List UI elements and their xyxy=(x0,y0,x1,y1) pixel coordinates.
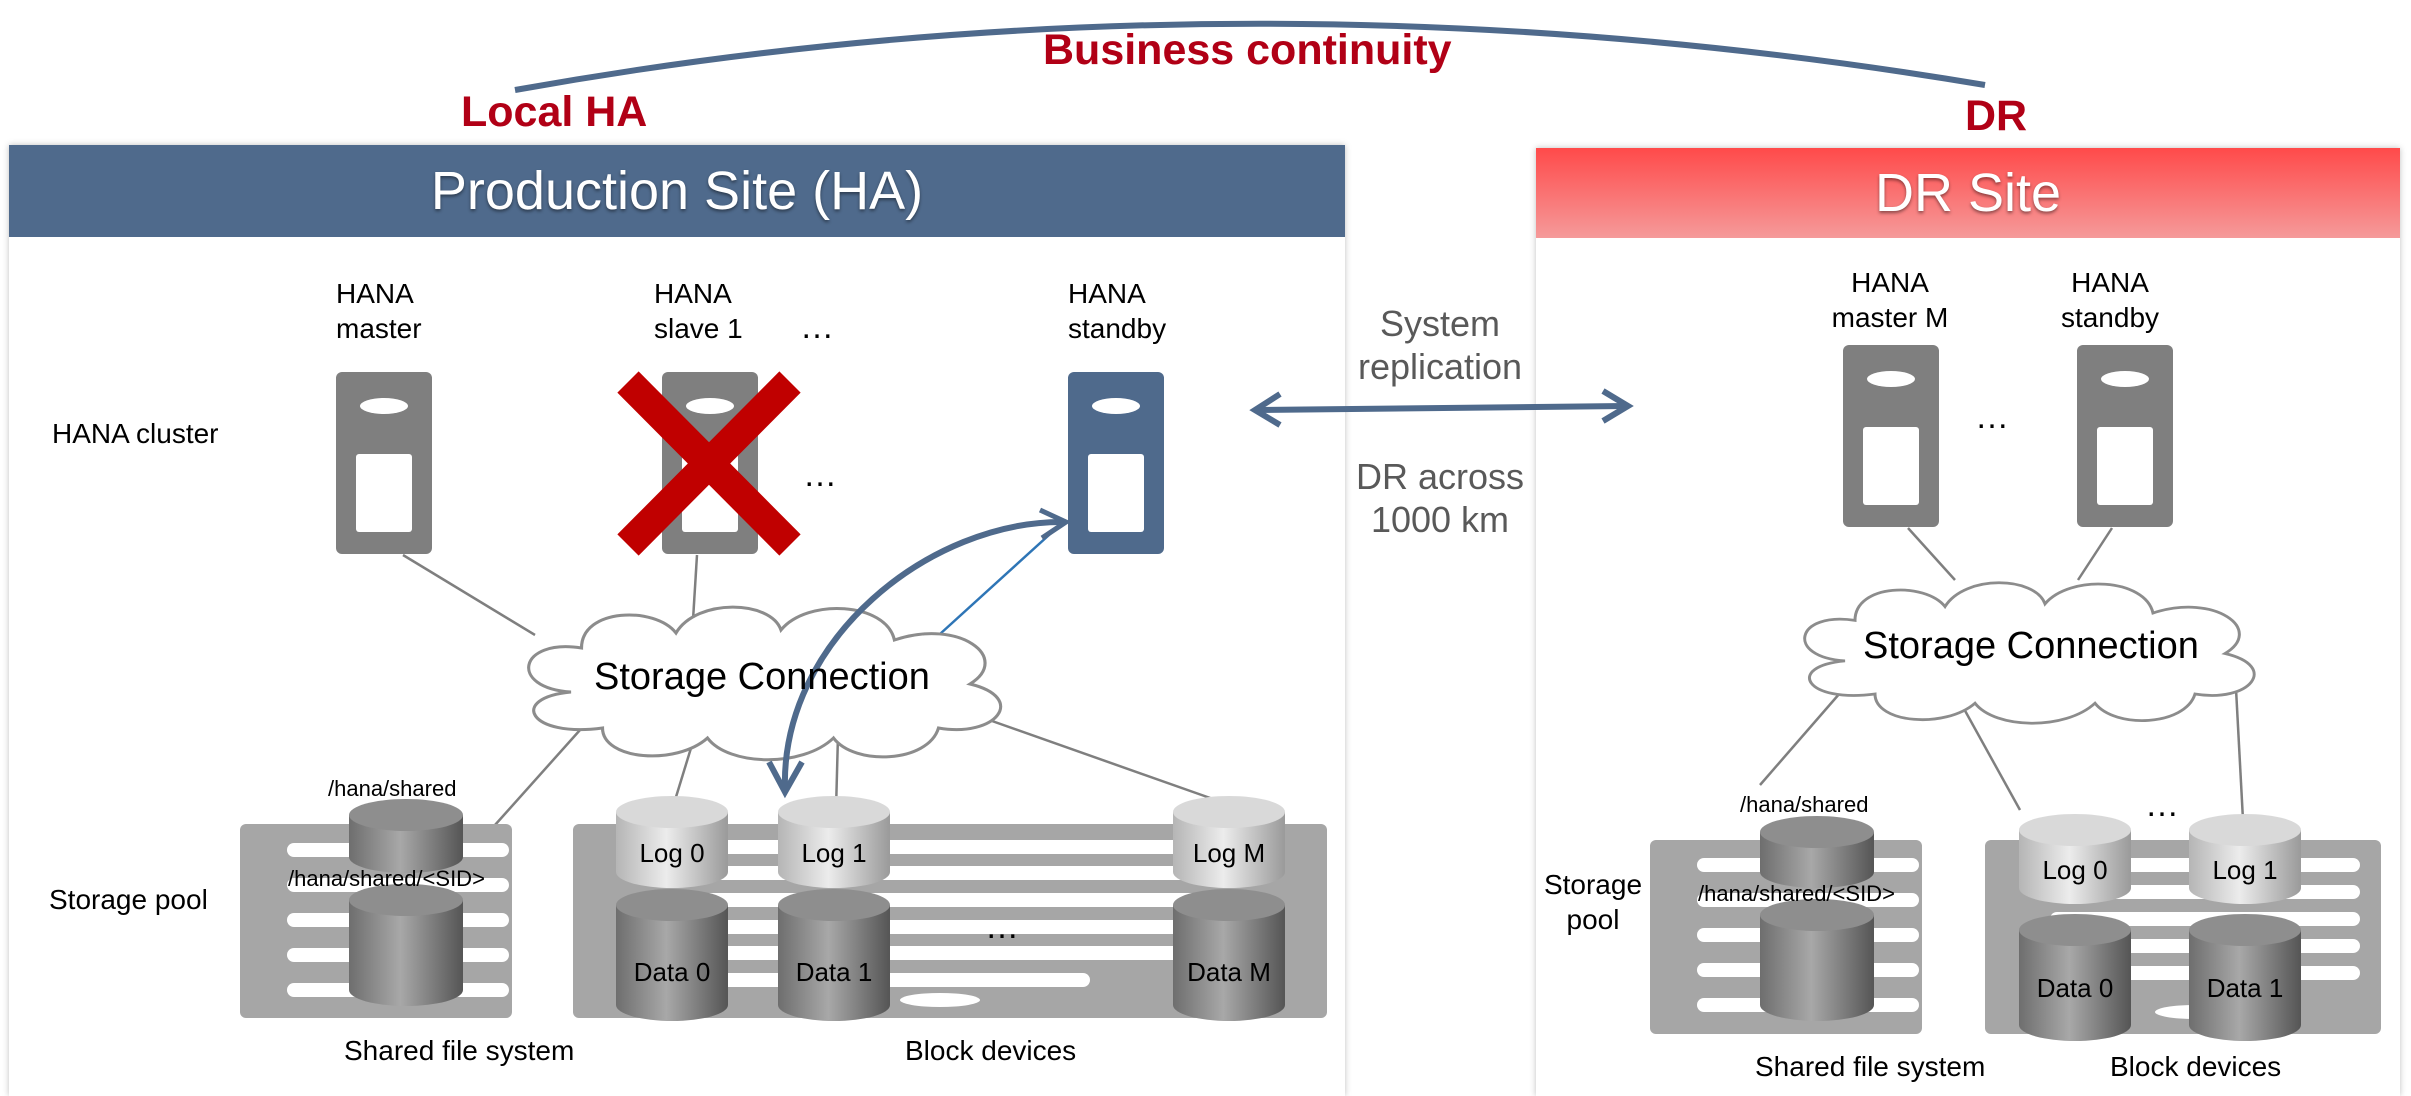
shared-path-label: /hana/shared xyxy=(328,776,457,801)
cylinder-disk-icon xyxy=(1760,816,1874,888)
cylinder-disk-icon xyxy=(349,884,463,1006)
production-connectors xyxy=(402,553,1231,826)
cylinder-disk-icon xyxy=(616,796,728,888)
storage-connection-label: Storage Connection xyxy=(594,656,930,698)
node-label-master: HANA master xyxy=(336,278,422,344)
server-icon xyxy=(1843,345,1939,527)
block-devices-label: Block devices xyxy=(905,1035,1077,1066)
ellipsis: … xyxy=(800,308,834,346)
production-site-title: Production Site (HA) xyxy=(430,161,924,221)
server-icon xyxy=(2077,345,2173,527)
dr-site-header: DR Site xyxy=(1536,148,2400,238)
standby-storage-link xyxy=(939,524,1061,635)
cylinder-disk-icon xyxy=(2019,914,2131,1041)
failover-arrow-tail xyxy=(1038,507,1072,541)
dr-site-title: DR Site xyxy=(1874,163,2062,223)
server-icon xyxy=(1068,372,1164,554)
ellipsis: … xyxy=(985,908,1019,946)
hana-cluster-label: HANA cluster xyxy=(52,418,219,449)
business-continuity-label: Business continuity xyxy=(1043,26,1452,74)
ellipsis: … xyxy=(1975,398,2009,436)
failover-arrow xyxy=(781,518,1066,791)
cylinder-disk-icon xyxy=(1173,889,1285,1021)
dr-data-device-label: Data 1 xyxy=(2206,973,2284,1003)
dr-data-device-label: Data 0 xyxy=(2036,973,2114,1003)
ellipsis: … xyxy=(803,456,837,494)
data-device-label: Data 1 xyxy=(795,957,873,987)
arrow-left-head xyxy=(1249,391,1282,428)
arrow-right-head xyxy=(1601,388,1634,424)
dr-storage-pool-label: Storage pool xyxy=(1543,869,1643,935)
cylinder-disk-icon xyxy=(778,889,890,1021)
local-ha-label: Local HA xyxy=(461,88,648,136)
node-label-slave: HANA slave 1 xyxy=(654,278,743,344)
ellipsis: … xyxy=(2145,786,2179,824)
red-x-icon xyxy=(617,371,801,556)
dr-shared-sid-path-label: /hana/shared/<SID> xyxy=(1698,881,1895,906)
dr-storage-connection-label: Storage Connection xyxy=(1863,625,2199,667)
dr-distance-label: DR across 1000 km xyxy=(1355,456,1525,540)
system-replication-label: System replication xyxy=(1357,303,1523,387)
cylinder-disk-icon xyxy=(349,799,463,873)
shared-sid-path-label: /hana/shared/<SID> xyxy=(288,866,485,891)
cylinder-disk-icon xyxy=(778,796,890,888)
system-replication-arrow xyxy=(1257,403,1626,413)
data-device-label: Data 0 xyxy=(633,957,711,987)
failover-arrow-head xyxy=(766,760,805,799)
node-label-standby: HANA standby xyxy=(1068,278,1167,344)
business-continuity-arc xyxy=(514,20,1986,93)
cylinder-disk-icon xyxy=(2019,814,2131,904)
log-device-label: Log 0 xyxy=(639,838,705,868)
cylinder-disk-icon xyxy=(2189,914,2301,1041)
cylinder-disk-icon xyxy=(616,889,728,1021)
cylinder-disk-icon xyxy=(1173,796,1285,888)
production-site-header: Production Site (HA) xyxy=(9,145,1345,237)
dr-shared-fs-label: Shared file system xyxy=(1755,1051,1986,1082)
data-device-label: Data M xyxy=(1187,957,1271,987)
dr-log-device-label: Log 1 xyxy=(2212,855,2278,885)
dr-label: DR xyxy=(1965,92,2028,140)
dr-block-devices-label: Block devices xyxy=(2110,1051,2282,1082)
cylinder-disk-icon xyxy=(1760,899,1874,1021)
dr-log-device-label: Log 0 xyxy=(2042,855,2108,885)
shared-fs-label: Shared file system xyxy=(344,1035,575,1066)
dr-node-label-standby: HANA standby xyxy=(2060,267,2160,333)
server-icon xyxy=(336,372,432,554)
dr-connectors xyxy=(1759,527,2245,821)
dr-shared-path-label: /hana/shared xyxy=(1740,792,1869,817)
dr-node-label-master: HANA master M xyxy=(1831,267,1949,333)
storage-pool-label: Storage pool xyxy=(49,884,208,915)
log-device-label: Log 1 xyxy=(801,838,867,868)
log-device-label: Log M xyxy=(1192,838,1266,868)
cylinder-disk-icon xyxy=(2189,814,2301,904)
